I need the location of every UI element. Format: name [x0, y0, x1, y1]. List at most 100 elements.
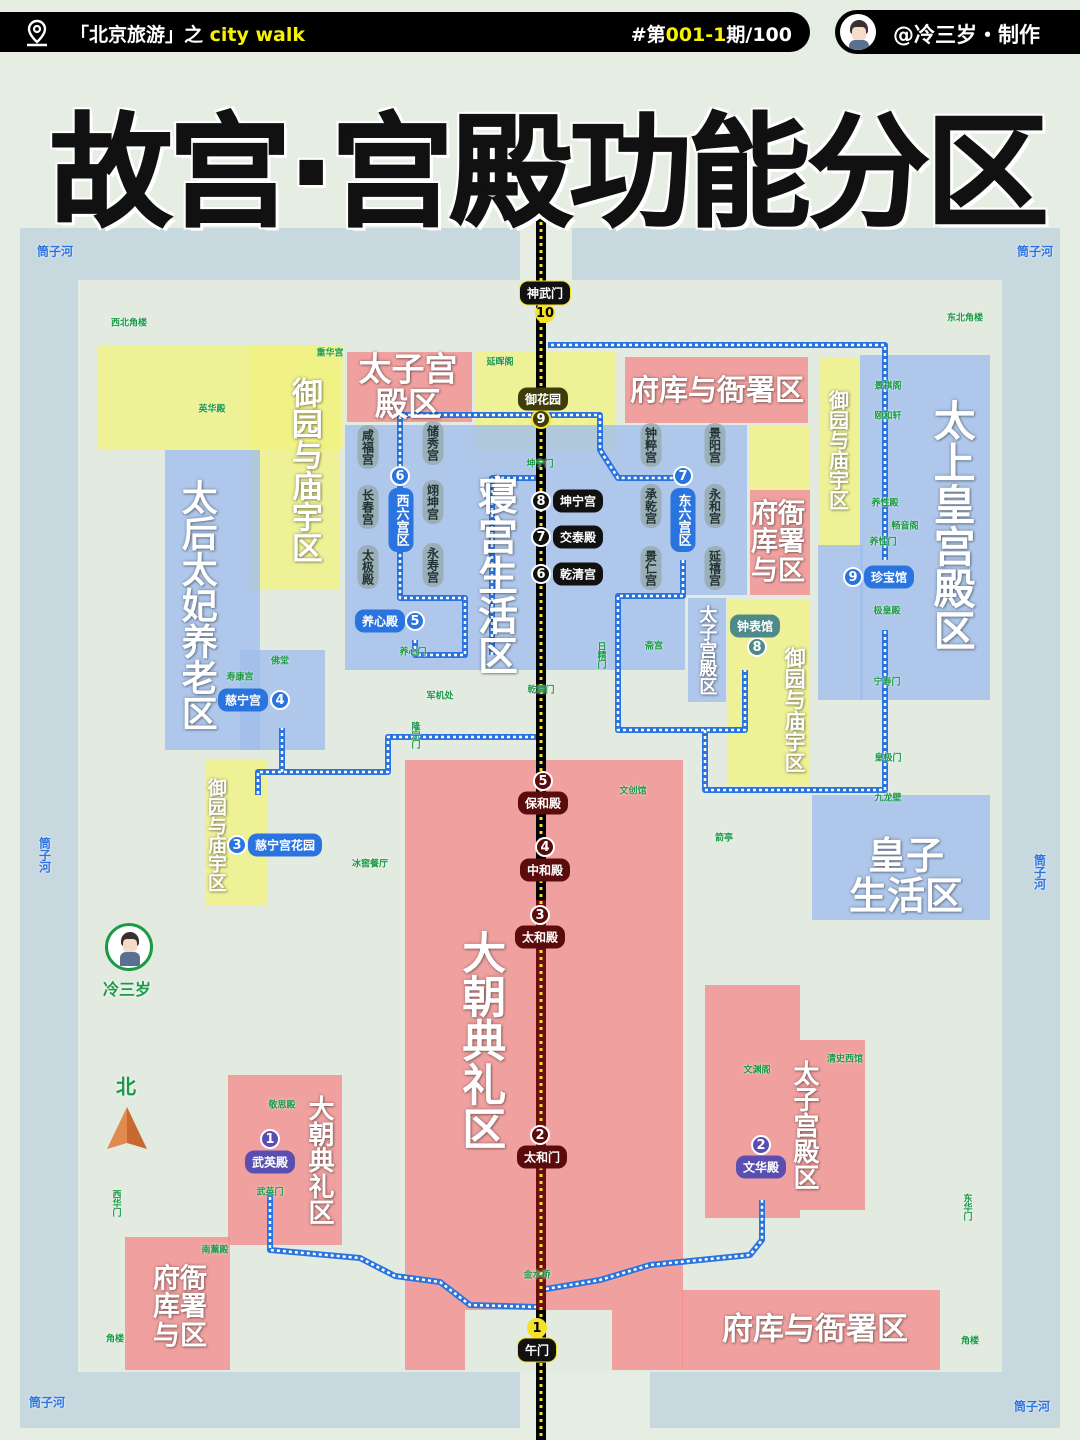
place-label: 西华门	[110, 1189, 121, 1217]
moat	[20, 228, 520, 280]
stop-神武门[interactable]: 神武门	[518, 280, 572, 306]
stop-御花园[interactable]: 御花园	[517, 387, 569, 411]
palace-label: 永和宫	[704, 484, 726, 528]
side-stop-number-badge[interactable]: 6	[390, 466, 410, 486]
stop-number-badge[interactable]: 6	[531, 564, 551, 584]
place-label: 寿康宫	[226, 672, 254, 683]
place-label: 金水桥	[523, 1270, 551, 1281]
zone-label: 皇子 生活区	[848, 834, 964, 918]
place-label: 九龙壁	[874, 793, 902, 804]
zone-label: 御园与庙宇区	[782, 647, 807, 773]
location-pin-icon	[27, 19, 47, 47]
zone-label: 府衙 库署 与区	[153, 1263, 207, 1352]
place-label: 坤宁门	[526, 459, 554, 470]
stop-number-badge[interactable]: 2	[530, 1125, 550, 1145]
zone-label: 府库与衙署区	[629, 372, 805, 407]
author-bar: @冷三岁・制作	[835, 10, 1080, 54]
moat	[20, 228, 78, 1428]
zone-blue	[812, 795, 990, 920]
palace-label: 长春宫	[357, 485, 379, 529]
north-arrow-icon	[107, 1107, 147, 1149]
side-stop-东六宫区[interactable]: 东六宫区	[670, 488, 696, 552]
zone-red	[612, 1265, 683, 1370]
side-stop-珍宝馆[interactable]: 珍宝馆	[863, 565, 915, 589]
place-label: 角楼	[105, 1334, 125, 1345]
moat-label: 筒子河	[1016, 244, 1054, 259]
zone-yellow	[820, 357, 860, 547]
stop-交泰殿[interactable]: 交泰殿	[552, 525, 604, 549]
place-label: 军机处	[426, 691, 454, 702]
page-title: 故宫·宫殿功能分区	[49, 101, 1049, 245]
side-stop-number-badge[interactable]: 4	[270, 690, 290, 710]
side-stop-西六宫区[interactable]: 西六宫区	[388, 488, 414, 552]
stop-坤宁宫[interactable]: 坤宁宫	[552, 489, 604, 513]
stop-number-badge[interactable]: 8	[531, 491, 551, 511]
side-stop-武英殿[interactable]: 武英殿	[244, 1150, 296, 1174]
side-stop-慈宁宫[interactable]: 慈宁宫	[217, 688, 269, 712]
side-stop-文华殿[interactable]: 文华殿	[735, 1155, 787, 1179]
moat	[650, 1372, 1060, 1428]
stop-number-badge[interactable]: 3	[530, 905, 550, 925]
author-name-badge: 冷三岁	[102, 980, 152, 999]
place-label: 佛堂	[270, 656, 290, 667]
stop-太和殿[interactable]: 太和殿	[514, 925, 566, 949]
place-label: 敬思殿	[268, 1100, 296, 1111]
stop-number-badge[interactable]: 5	[533, 771, 553, 791]
zone-label: 御园与庙宇区	[204, 778, 227, 892]
zone-red	[625, 357, 808, 423]
place-label: 重华宫	[316, 348, 344, 359]
side-stop-number-badge[interactable]: 5	[405, 611, 425, 631]
issue-id: 001-1	[665, 24, 727, 46]
issue-number: #第001-1期/100	[631, 20, 792, 47]
side-stop-number-badge[interactable]: 1	[260, 1129, 280, 1149]
side-stop-钟表馆[interactable]: 钟表馆	[729, 614, 781, 638]
zone-label: 太后太妃养老区	[175, 479, 217, 731]
moat-label: 筒子河	[36, 244, 74, 259]
zone-label: 寝宫生活区	[471, 475, 517, 675]
place-label: 斋宫	[644, 641, 664, 652]
side-stop-number-badge[interactable]: 8	[747, 637, 767, 657]
author-credit: @冷三岁・制作	[893, 23, 1040, 47]
side-stop-慈宁宫花园[interactable]: 慈宁宫花园	[247, 833, 323, 857]
place-label: 东北角楼	[946, 313, 984, 324]
stop-number-badge[interactable]: 9	[531, 409, 551, 429]
palace-label: 钟粹宫	[640, 423, 662, 467]
zone-label: 太子宫殿区	[788, 1060, 819, 1190]
zone-red	[125, 1237, 230, 1370]
side-stop-number-badge[interactable]: 3	[227, 835, 247, 855]
place-label: 延晖阁	[486, 357, 514, 368]
place-label: 西北角楼	[110, 318, 148, 329]
zone-yellow	[250, 345, 340, 590]
series-bar: 「北京旅游」之 city walk #第001-1期/100	[0, 12, 810, 52]
place-label: 畅音阁	[891, 521, 919, 532]
stop-保和殿[interactable]: 保和殿	[517, 791, 569, 815]
stop-中和殿[interactable]: 中和殿	[519, 858, 571, 882]
stop-太和门[interactable]: 太和门	[516, 1145, 568, 1169]
author-avatar	[838, 12, 878, 52]
side-stop-number-badge[interactable]: 7	[673, 466, 693, 486]
stop-乾清宫[interactable]: 乾清宫	[552, 562, 604, 586]
stop-number-badge[interactable]: 7	[531, 527, 551, 547]
zone-label: 御园与庙宇区	[285, 377, 322, 563]
zone-yellow	[750, 425, 810, 490]
palace-label: 翊坤宫	[422, 480, 444, 524]
series-prefix: 「北京旅游」之	[70, 24, 210, 46]
zone-label: 大朝典礼区	[303, 1095, 334, 1225]
side-stop-养心殿[interactable]: 养心殿	[354, 609, 406, 633]
stop-number-badge[interactable]: 4	[535, 837, 555, 857]
zone-label: 府衙 库署 与区	[751, 498, 805, 587]
place-label: 景祺阁	[874, 381, 902, 392]
stop-number-badge[interactable]: 10	[535, 303, 555, 323]
stop-午门[interactable]: 午门	[516, 1337, 558, 1363]
stop-number-badge[interactable]: 1	[527, 1318, 547, 1338]
place-label: 冰窖餐厅	[351, 859, 389, 870]
series-highlight: city walk	[209, 24, 306, 46]
palace-label: 景仁宫	[640, 546, 662, 590]
moat	[1002, 228, 1060, 1428]
zone-blue	[688, 598, 726, 702]
side-stop-number-badge[interactable]: 9	[843, 567, 863, 587]
issue-prefix: #第	[630, 24, 666, 46]
palace-label: 储秀宫	[422, 421, 444, 465]
side-stop-number-badge[interactable]: 2	[751, 1135, 771, 1155]
author-avatar-badge	[105, 923, 153, 971]
